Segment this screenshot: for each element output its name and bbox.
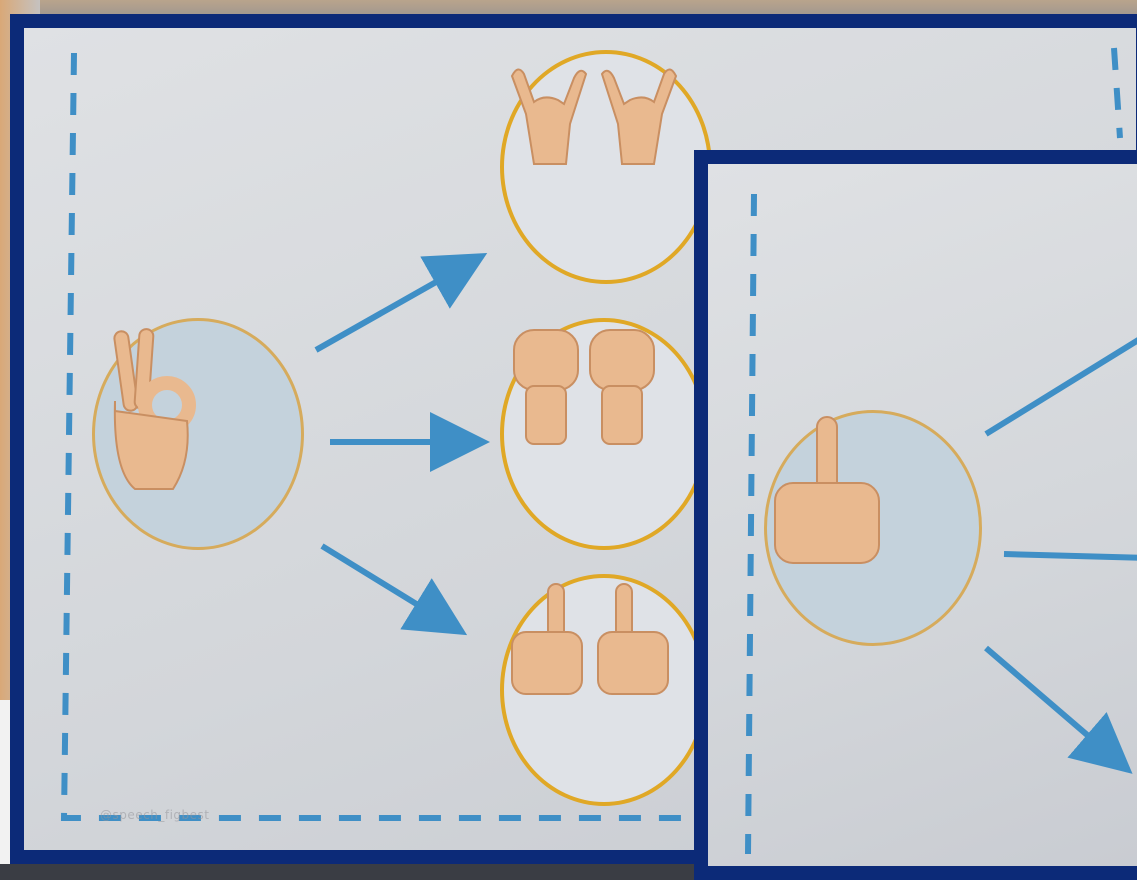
arrow-down-2: [986, 648, 1128, 770]
ok-hand-icon: [95, 321, 205, 501]
shaka-hands-icon: [504, 54, 684, 174]
fist-hands-icon: [504, 322, 664, 452]
dashed-border-top-right: [1114, 48, 1120, 138]
hand-gesture-card-2: [694, 150, 1137, 880]
watermark: @speech_figbest: [100, 808, 209, 822]
target-gesture-circle-2: [500, 318, 708, 550]
arrow-up-2: [986, 334, 1137, 434]
source-gesture-circle: [92, 318, 304, 550]
thumbs-up-hands-icon: [504, 578, 674, 708]
source-gesture-circle-2: [764, 410, 982, 646]
dashed-border-2: [748, 194, 754, 854]
arrow-up: [316, 256, 482, 350]
target-gesture-circle-3: [500, 574, 708, 806]
thumbs-up-hand-icon: [767, 413, 887, 573]
arrow-down: [322, 546, 462, 632]
arrow-middle-2: [1004, 554, 1137, 558]
target-gesture-circle-1: [500, 50, 712, 284]
